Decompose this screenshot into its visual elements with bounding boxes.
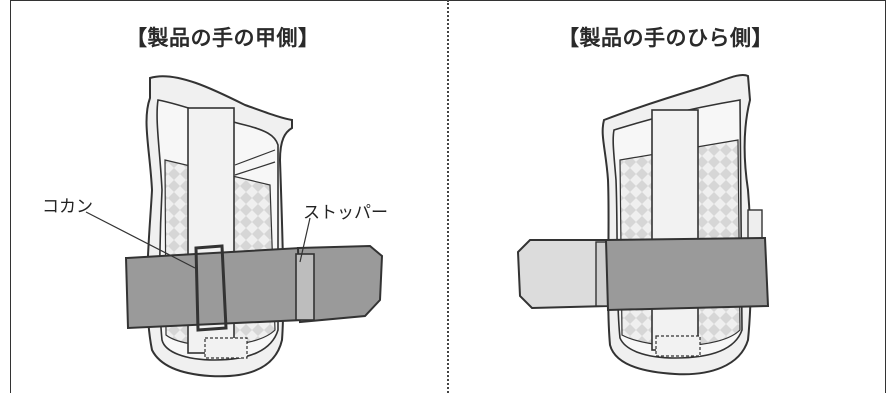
palm-side-figure <box>516 74 770 376</box>
strap-right <box>604 236 770 312</box>
stopper-band <box>295 253 315 321</box>
title-palm-side: 【製品の手のひら側】 <box>558 26 773 50</box>
kokan-leader-line <box>85 211 196 269</box>
tag-right <box>655 335 701 357</box>
back-of-hand-figure <box>85 75 384 378</box>
strap-left <box>124 246 304 330</box>
stopper-leader-line <box>299 217 311 263</box>
center-stay-right <box>651 109 699 351</box>
title-back-of-hand: 【製品の手の甲側】 <box>126 26 320 50</box>
kokan-buckle <box>194 244 228 332</box>
panel-divider <box>447 0 449 393</box>
strap-end-left <box>296 244 384 324</box>
label-stopper: ストッパー <box>303 203 388 223</box>
tag-left <box>204 337 248 359</box>
strap-end-right <box>516 239 610 310</box>
label-kokan: コカン <box>42 197 93 217</box>
